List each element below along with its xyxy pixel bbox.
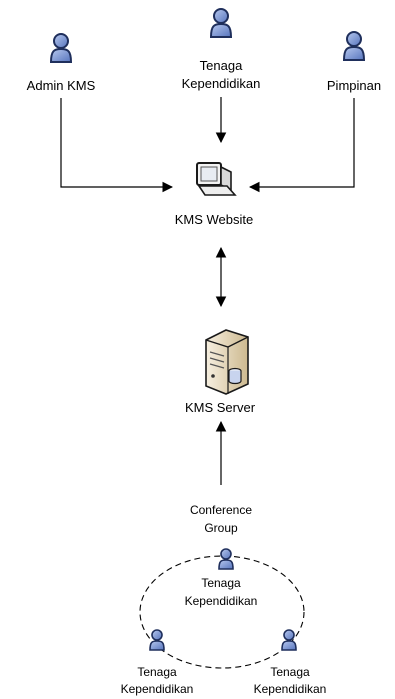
group-member-left: Tenaga Kependidikan bbox=[121, 629, 194, 696]
group-left-label-line1: Tenaga bbox=[137, 665, 177, 679]
kms-website-label: KMS Website bbox=[175, 212, 254, 227]
user-icon bbox=[50, 33, 72, 63]
server-icon bbox=[205, 329, 249, 395]
user-icon bbox=[218, 548, 234, 570]
pimpinan-node: Pimpinan bbox=[327, 31, 381, 93]
admin-kms-label: Admin KMS bbox=[27, 78, 96, 93]
tenaga-label-line1: Tenaga bbox=[200, 58, 243, 73]
group-right-label-line2: Kependidikan bbox=[254, 682, 327, 696]
group-right-label-line1: Tenaga bbox=[270, 665, 310, 679]
tenaga-label-line2: Kependidikan bbox=[182, 76, 261, 91]
kms-server-node: KMS Server bbox=[185, 329, 256, 415]
kms-website-node: KMS Website bbox=[175, 162, 254, 227]
conference-group-boundary bbox=[139, 555, 305, 669]
user-icon bbox=[149, 629, 165, 651]
group-member-right: Tenaga Kependidikan bbox=[254, 629, 327, 696]
admin-kms-node: Admin KMS bbox=[27, 33, 96, 93]
group-top-label-line2: Kependidikan bbox=[185, 594, 258, 608]
group-member-top: Tenaga Kependidikan bbox=[185, 548, 258, 608]
group-left-label-line2: Kependidikan bbox=[121, 682, 194, 696]
pimpinan-label: Pimpinan bbox=[327, 78, 381, 93]
user-icon bbox=[210, 8, 232, 38]
user-icon bbox=[343, 31, 365, 61]
kms-server-label: KMS Server bbox=[185, 400, 256, 415]
conference-label-line1: Conference bbox=[190, 503, 252, 517]
pimpinan-to-website-arrow bbox=[248, 98, 355, 193]
computer-icon bbox=[196, 162, 237, 196]
group-top-label-line1: Tenaga bbox=[201, 576, 241, 590]
user-icon bbox=[281, 629, 297, 651]
tenaga-kependidikan-node: Tenaga Kependidikan bbox=[182, 8, 261, 91]
conference-label-line2: Group bbox=[204, 521, 238, 535]
admin-to-website-arrow bbox=[60, 98, 174, 193]
